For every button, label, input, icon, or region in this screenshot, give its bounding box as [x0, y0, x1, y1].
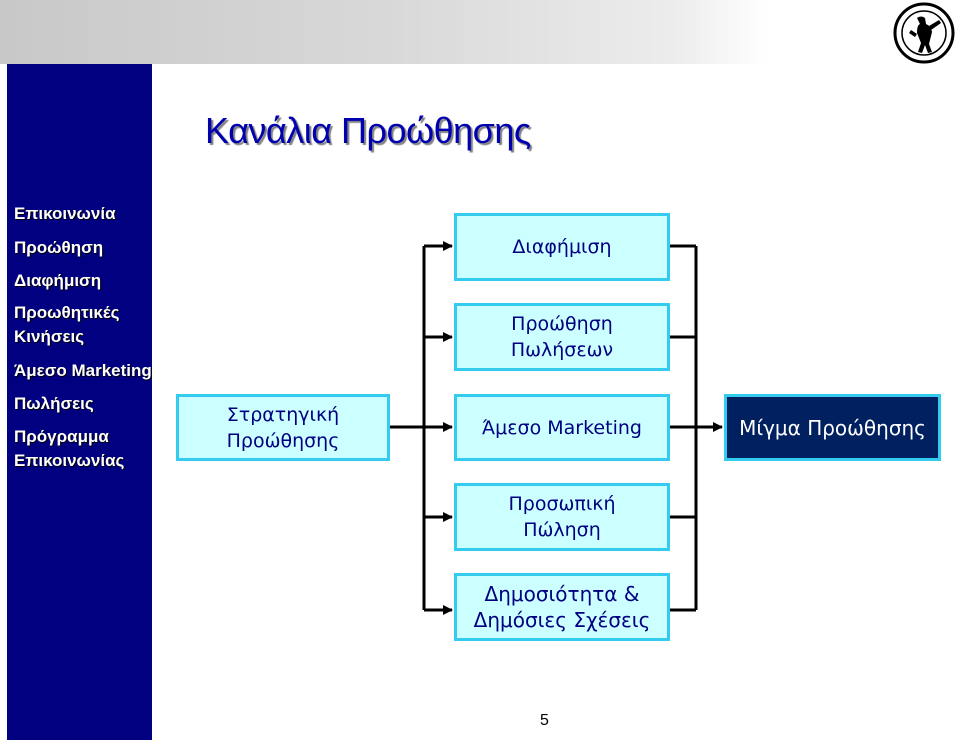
result-label: Μίγμα Προώθησης [739, 415, 926, 440]
channel-label-line1: Προώθηση [511, 313, 613, 335]
sidebar-item-program-line1[interactable]: Πρόγραμμα [14, 427, 109, 446]
sidebar-item-program-line2[interactable]: Επικοινωνίας [14, 451, 125, 470]
channel-label-line2: Πώληση [523, 519, 601, 541]
channel-label-line1: Δημοσιότητα & [484, 582, 640, 606]
channel-label-line1: Προσωπική [508, 493, 616, 515]
channel-box-personal-selling: Προσωπική Πώληση [454, 483, 670, 551]
channel-label: Άμεσο Marketing [482, 416, 642, 439]
channel-box-advertising: Διαφήμιση [454, 213, 670, 281]
sidebar-item-direct-marketing[interactable]: Άμεσο Marketing [14, 361, 152, 380]
sidebar-item-promotion[interactable]: Προώθηση [14, 238, 104, 257]
channel-box-public-relations: Δημοσιότητα & Δημόσιες Σχέσεις [454, 573, 670, 641]
sidebar-nav: Επικοινωνία Προώθηση Διαφήμιση Προωθητικ… [7, 64, 152, 740]
result-box-promotion-mix: Μίγμα Προώθησης [724, 394, 941, 461]
channel-label-line2: Πωλήσεων [510, 339, 614, 361]
sidebar-item-sales[interactable]: Πωλήσεις [14, 394, 94, 413]
top-gradient-band [0, 0, 960, 64]
sidebar-item-communication[interactable]: Επικοινωνία [14, 204, 116, 223]
channel-box-direct-marketing: Άμεσο Marketing [454, 394, 670, 461]
channel-box-sales-promotion: Προώθηση Πωλήσεων [454, 303, 670, 371]
source-line2: Προώθησης [226, 429, 340, 452]
sidebar-item-promotional-line1[interactable]: Προωθητικές [14, 303, 120, 322]
page-number: 5 [540, 712, 549, 729]
channel-label-line2: Δημόσιες Σχέσεις [473, 608, 651, 632]
university-seal-icon [893, 2, 955, 64]
source-line1: Στρατηγική [226, 403, 340, 426]
channel-label: Διαφήμιση [512, 236, 612, 258]
slide-title: Κανάλια Προώθησης [205, 110, 531, 151]
sidebar-item-advertising[interactable]: Διαφήμιση [14, 271, 102, 290]
source-box: Στρατηγική Προώθησης [176, 394, 390, 461]
sidebar-item-promotional-line2[interactable]: Κινήσεις [14, 327, 85, 346]
